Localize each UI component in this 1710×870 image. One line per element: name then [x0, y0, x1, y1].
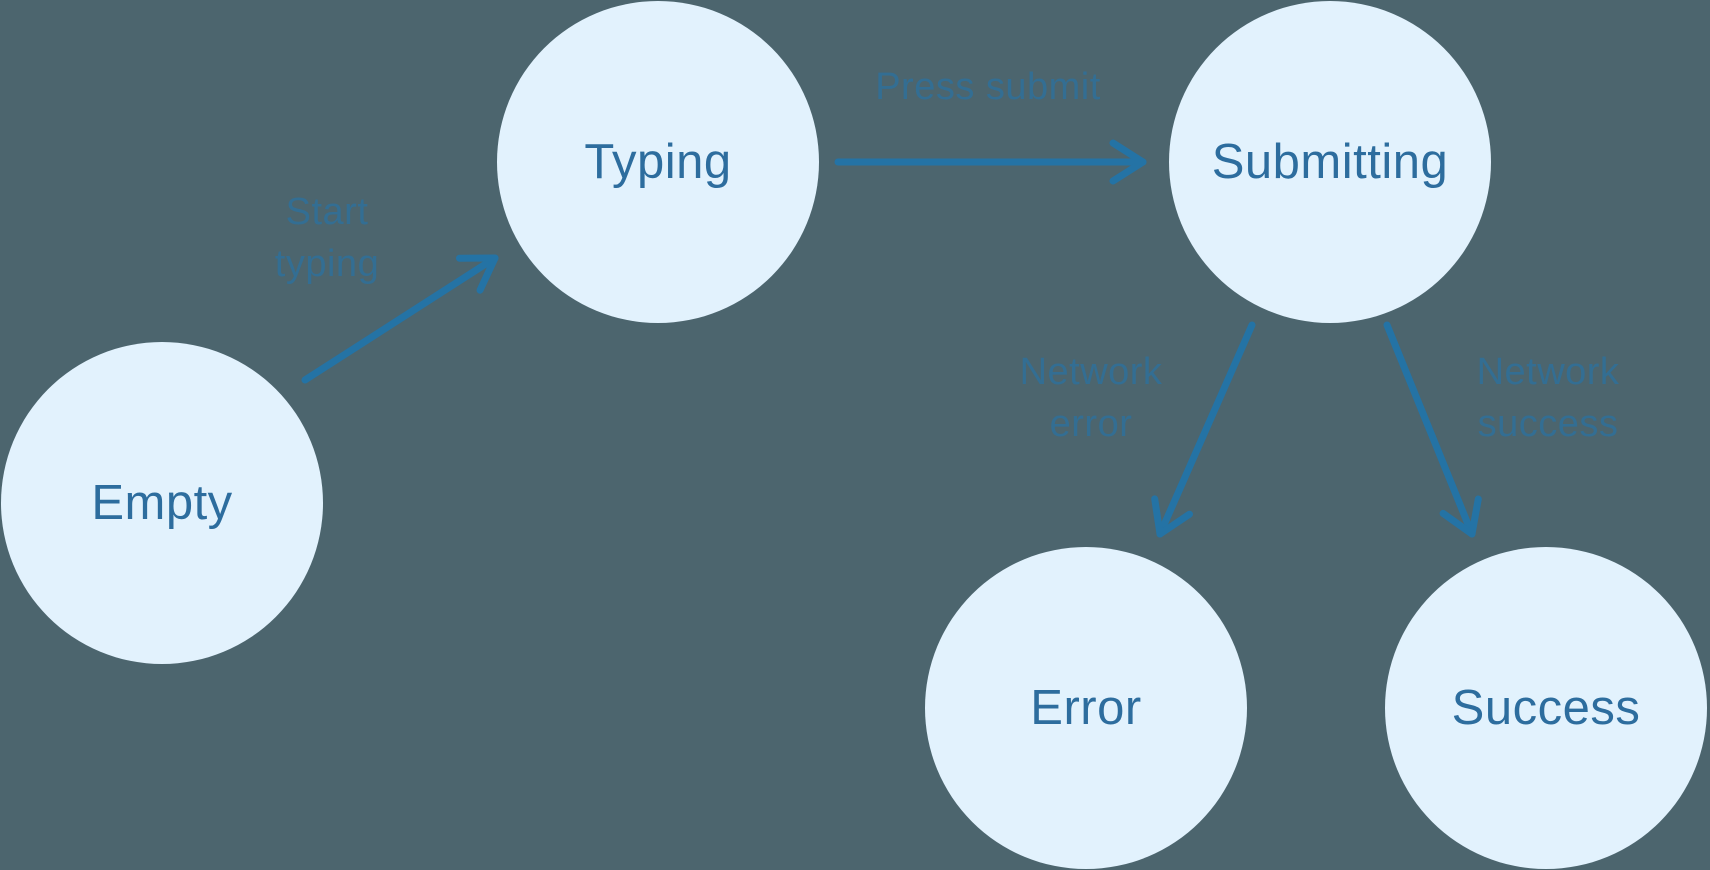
edge-label-network-error: Network error — [1019, 351, 1163, 445]
state-node-error: Error — [925, 547, 1247, 869]
state-node-submitting: Submitting — [1169, 1, 1491, 323]
state-label-typing: Typing — [584, 135, 732, 189]
state-label-submitting: Submitting — [1211, 135, 1449, 189]
arrow-submitting-to-error — [1151, 321, 1256, 538]
arrow-submitting-to-success — [1383, 321, 1482, 538]
state-label-error: Error — [1030, 681, 1142, 735]
edge-label-start-typing: Start typing — [274, 191, 380, 285]
state-label-success: Success — [1451, 681, 1641, 735]
edge-label-network-success: Network success — [1476, 351, 1620, 445]
edge-label-press-submit: Press submit — [875, 66, 1101, 108]
state-node-typing: Typing — [497, 1, 819, 323]
state-node-success: Success — [1385, 547, 1707, 869]
state-node-empty: Empty — [1, 342, 323, 664]
state-label-empty: Empty — [91, 476, 233, 530]
arrow-empty-to-typing — [301, 254, 499, 384]
